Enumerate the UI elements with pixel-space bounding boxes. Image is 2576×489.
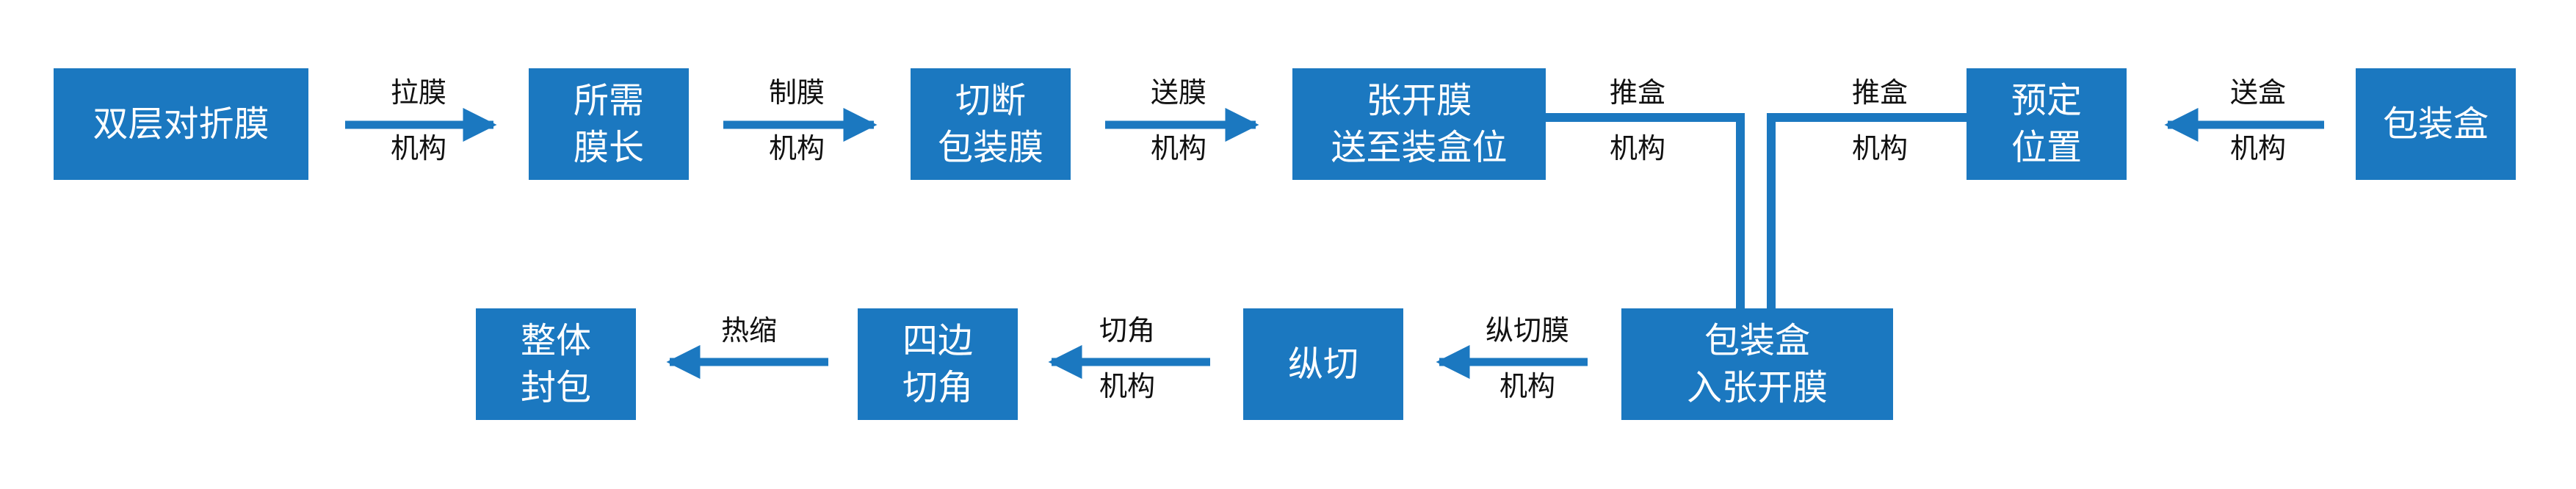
label-heat-shrink: 热缩 (720, 314, 777, 347)
label-feed-film-mechanism: 送膜 机构 (1150, 76, 1206, 164)
label-push-box-mechanism-left: 推盒 机构 (1609, 76, 1665, 164)
label-corner-cut-mechanism: 切角 机构 (1099, 314, 1155, 402)
label-longitudinal-cut-film-mechanism: 纵切膜 机构 (1485, 314, 1569, 402)
step-packaging-box: 包装盒 (2356, 68, 2516, 180)
label-make-film-mechanism: 制膜 机构 (768, 76, 825, 164)
label-feed-box-mechanism: 送盒 机构 (2229, 76, 2286, 164)
step-four-side-corner-cut: 四边 切角 (858, 308, 1018, 420)
step-double-fold-film: 双层对折膜 (54, 68, 308, 180)
step-cut-packaging-film: 切断 包装膜 (911, 68, 1071, 180)
step-required-film-length: 所需 膜长 (529, 68, 689, 180)
label-pull-film-mechanism: 拉膜 机构 (390, 76, 446, 164)
step-overall-seal: 整体 封包 (476, 308, 636, 420)
label-push-box-mechanism-right: 推盒 机构 (1851, 76, 1908, 164)
step-box-into-open-film: 包装盒 入张开膜 (1621, 308, 1893, 420)
connector-5-to-7 (1767, 113, 1967, 308)
step-longitudinal-cut: 纵切 (1243, 308, 1403, 420)
step-preset-position: 预定 位置 (1967, 68, 2127, 180)
step-open-film-send-to-box: 张开膜 送至装盒位 (1292, 68, 1546, 180)
connector-4-to-7 (1546, 113, 1745, 308)
